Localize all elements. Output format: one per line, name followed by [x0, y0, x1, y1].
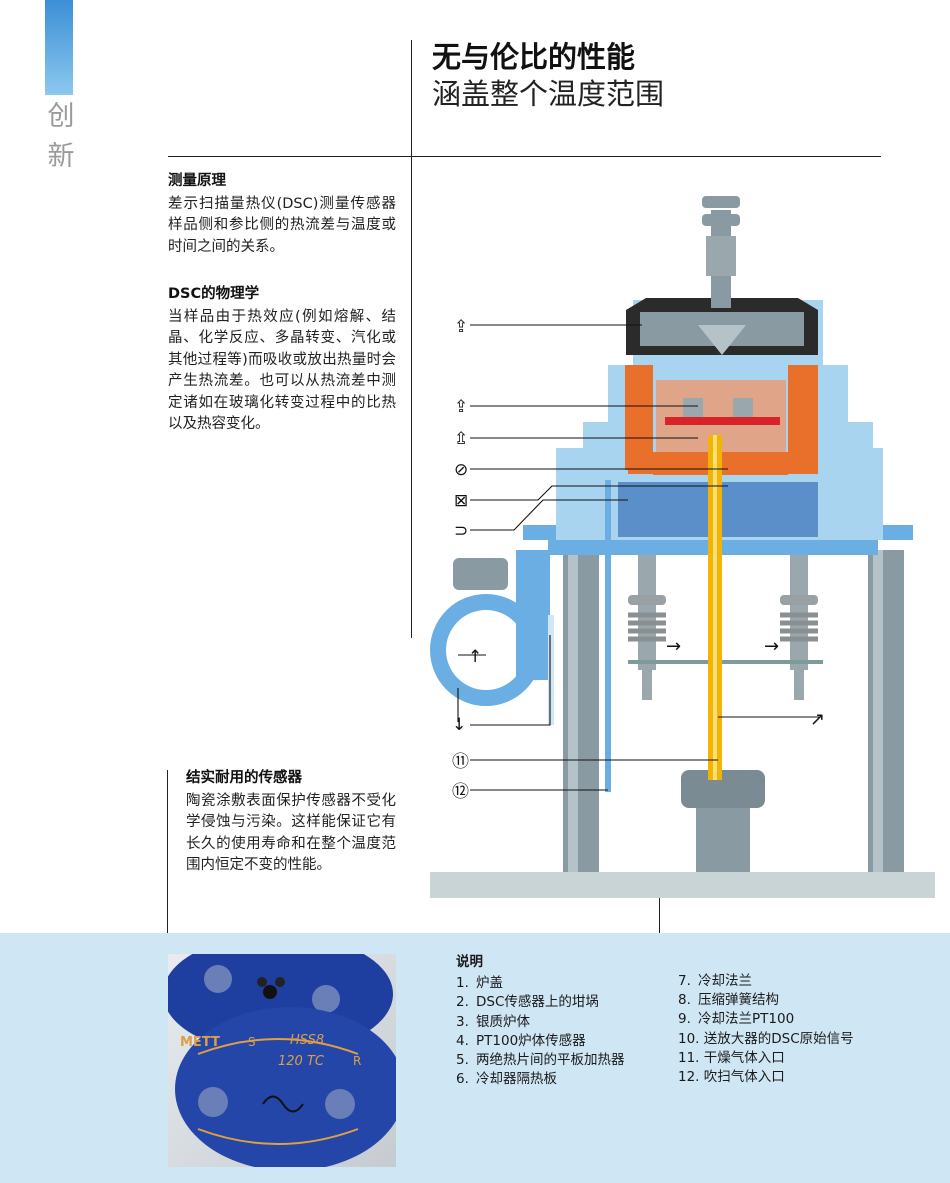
gas-inlet-clamp	[430, 550, 550, 706]
legend-band	[0, 933, 950, 1183]
section-physics: DSC的物理学 当样品由于热效应(例如熔解、结晶、化学反应、多晶转变、汽化或其他…	[168, 284, 396, 436]
legend-col-2: 7.冷却法兰 8.压缩弹簧结构 9.冷却法兰PT100 10. 送放大器的DSC…	[678, 972, 854, 1087]
callout-5-icon: ⊠	[454, 491, 468, 511]
callout-4-icon: ⊘	[454, 460, 468, 480]
crucible-reference	[733, 398, 753, 420]
section-principle-body: 差示扫描量热仪(DSC)测量传感器样品侧和参比侧的热流差与温度或时间之间的关系。	[168, 195, 396, 255]
sensor-disc-front	[175, 1007, 396, 1167]
callout-1-icon: ⇪	[454, 317, 468, 337]
section-sensor-body: 陶瓷涂敷表面保护传感器不受化学侵蚀与污染。这样能保证它有长久的使用寿命和在整个温…	[186, 792, 396, 874]
divider-horizontal-header	[168, 156, 881, 157]
dsc-sensor-plate	[665, 417, 780, 425]
purge-gas-tube	[605, 480, 611, 792]
crucible-sample	[683, 398, 703, 420]
sensor-brand-text: METT	[180, 1035, 220, 1050]
side-char-1: 创	[47, 101, 75, 132]
section-principle-heading: 测量原理	[168, 173, 226, 189]
callout-8-arrow-icon: →	[666, 636, 681, 657]
legend-item: 7.冷却法兰	[678, 973, 752, 989]
legend-item: 6.冷却器隔热板	[456, 1071, 557, 1088]
spring-left	[628, 550, 666, 700]
callout-9-arrow-icon: ↗	[810, 709, 825, 730]
section-sensor-heading: 结实耐用的传感器	[186, 770, 302, 786]
legend-heading: 说明	[456, 954, 483, 970]
legend-item: 9.冷却法兰PT100	[678, 1011, 795, 1028]
legend-item: 8.压缩弹簧结构	[678, 992, 779, 1009]
base-plate	[430, 872, 935, 898]
legend-item: 4.PT100炉体传感器	[456, 1032, 586, 1049]
sensor-r-text: R	[353, 1054, 361, 1068]
callout-10-arrow-icon: ↓	[452, 715, 466, 735]
callout-2-icon: ⇪	[454, 397, 468, 417]
callout-6-icon: ⊃	[454, 521, 468, 541]
side-accent-bar	[45, 0, 73, 95]
section-principle: 测量原理 差示扫描量热仪(DSC)测量传感器样品侧和参比侧的热流差与温度或时间之…	[168, 171, 396, 258]
page-subtitle: 涵盖整个温度范围	[432, 77, 665, 111]
sensor-photo: METT S HSS8 120 TC R	[168, 954, 396, 1167]
section-physics-body: 当样品由于热效应(例如熔解、结晶、化学反应、多晶转变、汽化或其他过程等)而吸收或…	[168, 308, 396, 433]
legend-item: 3.银质炉体	[456, 1013, 530, 1030]
sensor-model-text: HSS8	[290, 1033, 324, 1048]
legend-item: 1.炉盖	[456, 975, 503, 992]
callout-7-arrow-icon: ↑	[468, 647, 482, 667]
legend-item: 12. 吹扫气体入口	[678, 1069, 785, 1086]
center-post	[696, 805, 750, 872]
dsc-cell-diagram: ⇪ ⇪ ⇫ ⊘ ⊠ ⊃ ⑪ ⑫ ↑ ↓ → → ↗	[428, 190, 940, 904]
sensor-s-text: S	[248, 1035, 256, 1049]
spring-right	[780, 550, 818, 700]
page-title: 无与伦比的性能	[432, 40, 636, 74]
callout-3-icon: ⇫	[454, 429, 468, 449]
legend-item: 11. 干燥气体入口	[678, 1049, 785, 1066]
legend-col-1: 说明 1.炉盖 2.DSC传感器上的坩埚 3.银质炉体 4.PT100炉体传感器…	[456, 953, 625, 1089]
callout-11-label: ⑪	[452, 752, 469, 772]
legend-item: 2.DSC传感器上的坩埚	[456, 994, 599, 1011]
divider-vertical-main	[411, 40, 412, 638]
section-physics-heading: DSC的物理学	[168, 286, 260, 302]
section-sensor: 结实耐用的传感器 陶瓷涂敷表面保护传感器不受化学侵蚀与污染。这样能保证它有长久的…	[186, 768, 396, 877]
callout-8b-arrow-icon: →	[764, 636, 779, 657]
side-char-2: 新	[47, 141, 75, 172]
legend-item: 5.两绝热片间的平板加热器	[456, 1052, 625, 1069]
sensor-type-text: 120 TC	[278, 1054, 325, 1069]
legend-item: 10. 送放大器的DSC原始信号	[678, 1030, 854, 1047]
callout-12-label: ⑫	[452, 782, 469, 802]
